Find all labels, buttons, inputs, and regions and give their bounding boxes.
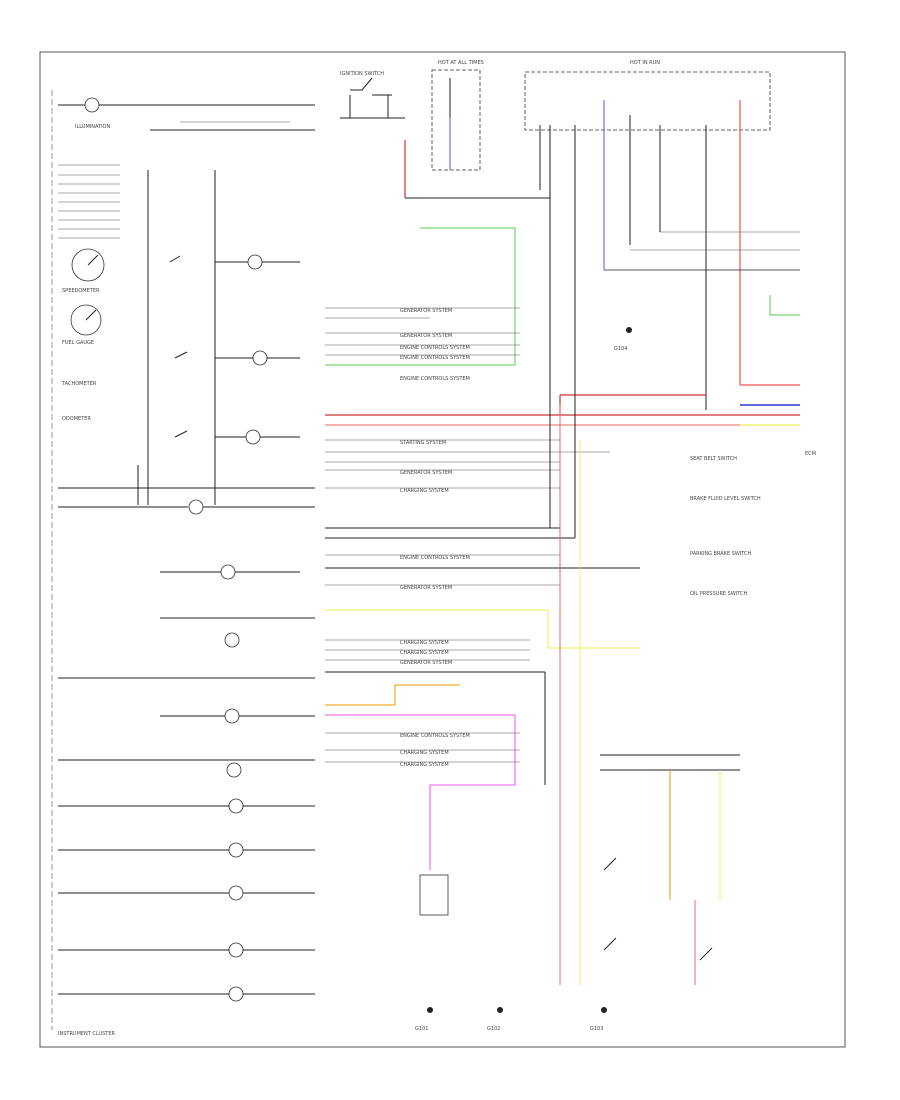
- cluster-footer: INSTRUMENT CLUSTER: [58, 1031, 116, 1037]
- ground-g104: G104: [614, 346, 627, 352]
- harness-charging-2: CHARGING SYSTEM: [400, 640, 449, 646]
- harness-charging-5: CHARGING SYSTEM: [400, 762, 449, 768]
- hot-at-all-times-label: HOT AT ALL TIMES: [438, 60, 484, 66]
- tachometer-label: TACHOMETER: [61, 381, 97, 387]
- harness-generator-1: GENERATOR SYSTEM: [400, 308, 452, 314]
- fuel-gauge-label: FUEL GAUGE: [62, 340, 94, 346]
- right-side-components: ECM SEAT BELT SWITCH BRAKE FLUID LEVEL S…: [415, 327, 816, 1032]
- ground-points: G101 G102 G103 G104: [415, 327, 632, 1032]
- instrument-cluster: ILLUMINATION SPEEDOMETER FUEL GAUGE TACH…: [51, 90, 315, 1037]
- ignition-switch-label: IGNITION SWITCH: [340, 71, 384, 77]
- terminal-stubs: [58, 164, 120, 239]
- harness-engine-5: ENGINE CONTROLS SYSTEM: [400, 733, 470, 739]
- harness-charging-1: CHARGING SYSTEM: [400, 488, 449, 494]
- power-distribution: IGNITION SWITCH HOT AT ALL TIMES HOT IN …: [325, 60, 800, 410]
- speedometer-label: SPEEDOMETER: [62, 288, 100, 294]
- harness-engine-3: ENGINE CONTROLS SYSTEM: [400, 376, 470, 382]
- illumination-label: ILLUMINATION: [75, 124, 110, 130]
- connector-blocks: GENERATOR SYSTEM GENERATOR SYSTEM ENGINE…: [325, 190, 800, 870]
- hot-in-run-label: HOT IN RUN: [630, 60, 660, 66]
- seat-belt-label: SEAT BELT SWITCH: [690, 456, 737, 462]
- harness-engine-1: ENGINE CONTROLS SYSTEM: [400, 345, 470, 351]
- harness-charging-3: CHARGING SYSTEM: [400, 650, 449, 656]
- ground-g101: G101: [415, 1026, 428, 1032]
- oil-pressure-label: OIL PRESSURE SWITCH: [690, 591, 748, 597]
- parking-brake-label: PARKING BRAKE SWITCH: [690, 551, 752, 557]
- harness-starting: STARTING SYSTEM: [400, 440, 446, 446]
- diagram-border: [39, 51, 846, 1048]
- harness-charging-4: CHARGING SYSTEM: [400, 750, 449, 756]
- harness-generator-5: GENERATOR SYSTEM: [400, 660, 452, 666]
- ground-g103: G103: [590, 1026, 603, 1032]
- brake-fluid-label: BRAKE FLUID LEVEL SWITCH: [690, 496, 761, 502]
- harness-engine-4: ENGINE CONTROLS SYSTEM: [400, 555, 470, 561]
- ecm-label: ECM: [805, 451, 816, 457]
- harness-generator-2: GENERATOR SYSTEM: [400, 333, 452, 339]
- harness-engine-2: ENGINE CONTROLS SYSTEM: [400, 355, 470, 361]
- harness-generator-4: GENERATOR SYSTEM: [400, 585, 452, 591]
- harness-generator-3: GENERATOR SYSTEM: [400, 470, 452, 476]
- odometer-label: ODOMETER: [62, 416, 91, 422]
- ground-g102: G102: [487, 1026, 500, 1032]
- indicator-lamps: [58, 564, 315, 1002]
